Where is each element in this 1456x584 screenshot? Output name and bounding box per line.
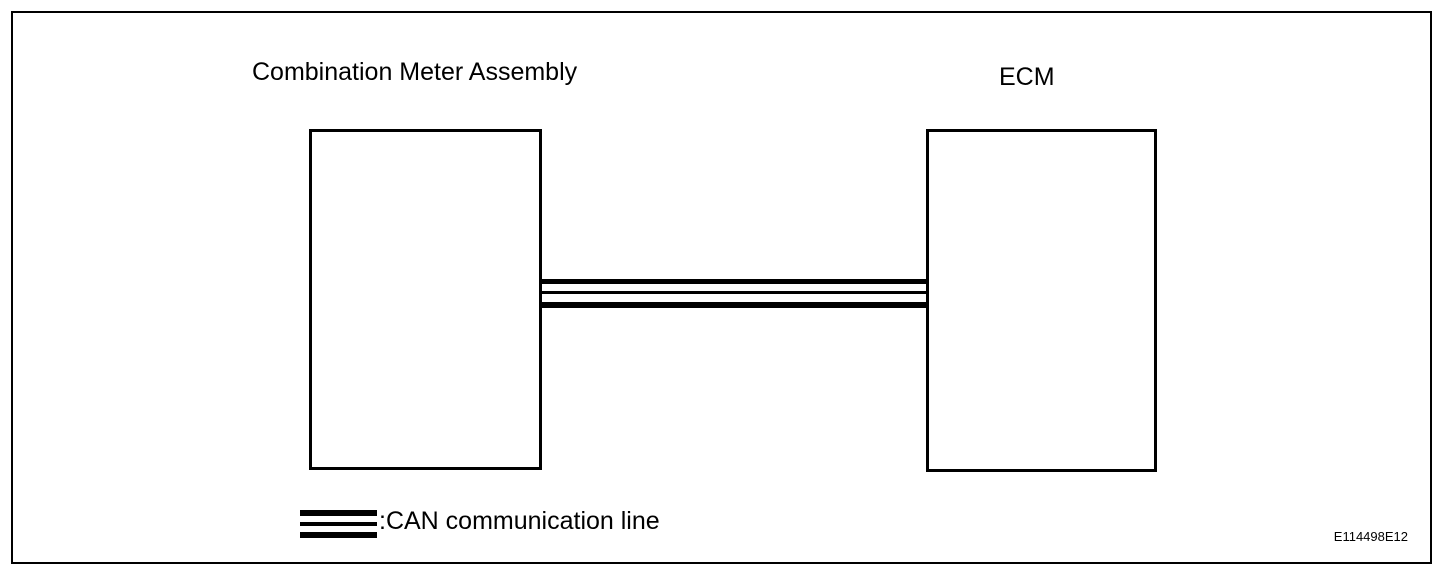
can-communication-line — [539, 279, 928, 309]
diagram-frame: Combination Meter Assembly ECM :CAN comm… — [11, 11, 1432, 564]
legend: :CAN communication line — [300, 502, 660, 542]
combination-meter-box — [309, 129, 542, 470]
can-line-middle — [539, 291, 928, 294]
combination-meter-label: Combination Meter Assembly — [252, 58, 578, 86]
ecm-label: ECM — [999, 63, 1055, 91]
can-line-top — [539, 279, 928, 284]
ecm-box — [926, 129, 1157, 472]
legend-line-top — [300, 510, 377, 516]
figure-code: E114498E12 — [1333, 529, 1408, 544]
can-bus-symbol-icon — [300, 506, 377, 538]
can-line-bottom — [539, 302, 928, 308]
legend-line-middle — [300, 522, 377, 526]
legend-line-bottom — [300, 532, 377, 538]
legend-label: :CAN communication line — [379, 506, 660, 535]
